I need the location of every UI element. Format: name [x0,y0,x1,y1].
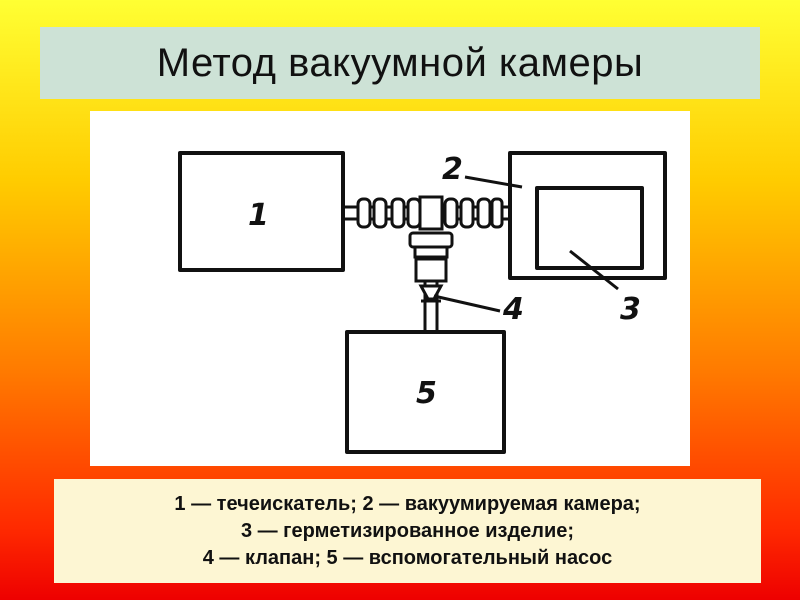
sealed-product-box [535,186,644,270]
leader-line-3 [569,249,619,291]
leader-lines [433,175,619,313]
leader-line-2 [464,175,523,189]
vacuum-chamber-diagram: 1 2 3 4 5 [178,151,667,454]
legend-box: 1 — течеискатель; 2 — вакуумируемая каме… [54,479,761,583]
pipe-couplings [356,197,504,229]
label-2: 2 [442,152,463,187]
leader-line-4 [433,294,501,313]
label-1: 1 [248,198,269,233]
slide-title: Метод вакуумной камеры [156,40,644,85]
label-4: 4 [502,292,524,327]
legend-line-2: 3 — герметизированное изделие; [240,519,575,542]
title-banner: Метод вакуумной камеры [40,27,760,99]
tee-junction [408,195,454,259]
valve [414,257,448,332]
label-3: 3 [620,292,641,327]
legend-line-3: 4 — клапан; 5 — вспомогательный насос [202,546,613,569]
vacuum-chamber-box [508,151,667,280]
leak-detector-box [178,151,345,272]
diagram-panel: 1 2 3 4 5 [90,111,690,466]
legend-line-1: 1 — течеискатель; 2 — вакуумируемая каме… [174,492,641,515]
label-5: 5 [416,376,437,411]
